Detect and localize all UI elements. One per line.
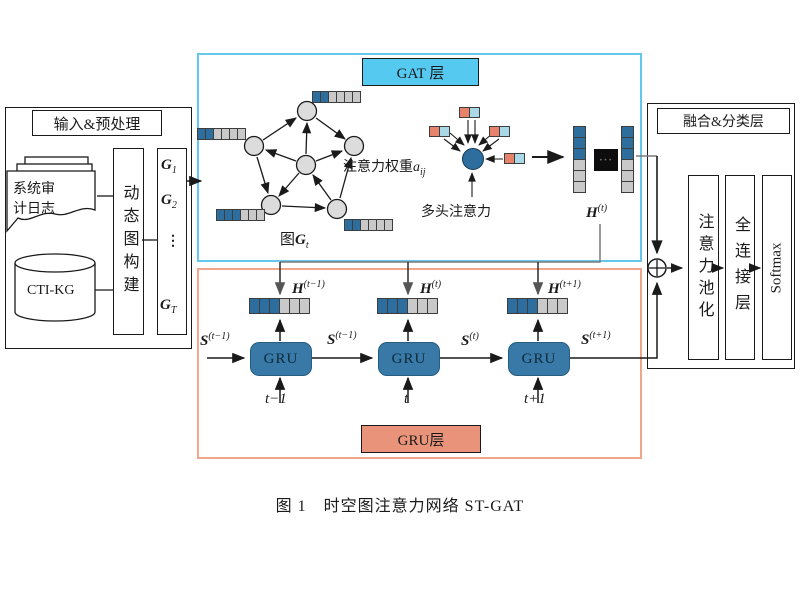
gru-h-vector-2 — [507, 298, 568, 314]
attention-block-top — [459, 107, 480, 118]
s-input-label: S(t−1) — [200, 331, 230, 349]
attention-pooling-box: 注意力池化 — [688, 175, 719, 360]
attention-node-icon — [462, 148, 484, 170]
attention-weight-label: 注意力权重aij — [343, 160, 426, 178]
time-label-t-1: t−1 — [265, 391, 287, 407]
softmax-label: Softmax — [768, 242, 785, 293]
gat-layer-title-text: GAT 层 — [396, 65, 445, 82]
dynamic-graph-builder-label: 动态图构建 — [120, 184, 138, 299]
s-label-3: S(t+1) — [581, 330, 611, 348]
s-label-1: S(t−1) — [327, 330, 357, 348]
fusion-classify-panel — [647, 103, 795, 369]
fully-connected-label: 全连接层 — [732, 215, 749, 320]
graph-g1-label: G1 — [161, 157, 177, 176]
s-label-2: S(t) — [461, 331, 479, 349]
graph-gT-label: GT — [160, 297, 177, 316]
multihead-attention-label: 多头注意力 — [421, 205, 491, 220]
dynamic-graph-builder-box: 动态图构建 — [113, 148, 144, 335]
gru-layer-title: GRU层 — [361, 425, 481, 453]
h-output-label: H(t) — [586, 203, 608, 221]
gru-layer-panel — [197, 268, 642, 459]
node-vector-bottom-left — [216, 209, 265, 221]
attention-block-right — [504, 153, 525, 164]
h-label-t-1: H(t−1) — [292, 279, 325, 297]
figure-caption: 图 1 时空图注意力网络 ST-GAT — [275, 498, 525, 515]
audit-log-doc-icon — [6, 156, 96, 233]
input-panel-title-text: 输入&预处理 — [53, 116, 141, 133]
output-column-1 — [573, 126, 586, 193]
graph-g2-label: G2 — [161, 192, 177, 211]
cti-kg-database-icon — [14, 253, 96, 322]
input-preprocess-panel — [5, 107, 192, 349]
h-label-t+1: H(t+1) — [548, 279, 581, 297]
attention-pooling-label: 注意力池化 — [695, 212, 713, 323]
time-label-t+1: t+1 — [524, 391, 546, 407]
fully-connected-box: 全连接层 — [725, 175, 755, 360]
gru-unit-2: GRU — [508, 342, 570, 376]
audit-log-label-line1: 系统审 — [13, 182, 55, 197]
attention-block-upper-right — [489, 126, 510, 137]
input-panel-title: 输入&预处理 — [32, 110, 162, 136]
fusion-panel-title-text: 融合&分类层 — [683, 115, 764, 130]
graph-sequence-box — [157, 148, 187, 335]
output-ellipsis-dots: ··· — [598, 154, 613, 166]
node-vector-left — [197, 128, 246, 140]
node-vector-bottom-right — [344, 219, 393, 231]
node-vector-top — [312, 91, 361, 103]
fusion-panel-title: 融合&分类层 — [657, 108, 790, 134]
gru-layer-title-text: GRU层 — [397, 432, 445, 449]
cti-kg-label: CTI-KG — [27, 283, 75, 298]
gru-h-vector-1 — [377, 298, 438, 314]
audit-log-label-line2: 计日志 — [13, 202, 55, 217]
gat-layer-title: GAT 层 — [362, 58, 479, 86]
gru-h-vector-0 — [249, 298, 310, 314]
attention-block-upper-left — [429, 126, 450, 137]
gru-unit-0: GRU — [250, 342, 312, 376]
graph-gt-caption: 图Gt — [280, 232, 309, 251]
softmax-box: Softmax — [762, 175, 792, 360]
output-ellipsis-square: ··· — [594, 149, 618, 171]
gru-unit-1: GRU — [378, 342, 440, 376]
time-label-t: t — [404, 391, 409, 407]
graph-ellipsis: ⋮ — [166, 234, 180, 249]
output-column-2 — [621, 126, 634, 193]
h-label-t: H(t) — [420, 279, 442, 297]
